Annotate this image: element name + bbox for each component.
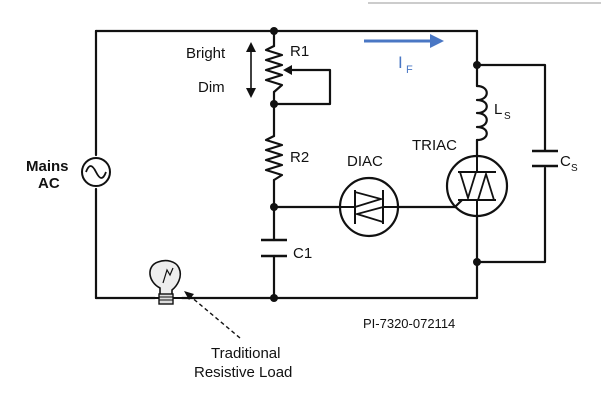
mains-label: Mains [26,158,69,175]
r1-resistor [264,44,299,94]
bright-dim-arrow [246,42,256,98]
r2-label: R2 [290,149,309,166]
light-bulb-icon [149,259,182,305]
cs-capacitor [532,149,558,168]
load-label-line1: Traditional [211,345,280,362]
cs-label: C [560,153,571,170]
diac-label: DIAC [347,153,383,170]
current-subscript: F [406,64,413,76]
dim-label: Dim [198,79,225,96]
c1-label: C1 [293,245,312,262]
current-label: I [398,53,403,72]
ls-subscript: S [504,111,511,122]
ls-label: L [494,101,502,118]
r1-label: R1 [290,43,309,60]
ac-label: AC [38,175,60,192]
cs-subscript: S [571,163,578,174]
diac-icon [338,176,400,238]
load-label-line2: Resistive Load [194,364,292,381]
load-pointer-arrow [184,291,241,339]
ac-source-icon [81,157,111,187]
wires [94,29,547,300]
triac-label: TRIAC [412,137,457,154]
bright-label: Bright [186,45,226,62]
part-number: PI-7320-072114 [363,316,455,331]
junction-dots [270,27,481,302]
c1-capacitor [261,238,287,258]
ls-inductor [475,84,488,142]
triac-icon [445,154,509,218]
r2-resistor [264,134,284,182]
current-arrow [364,34,444,48]
